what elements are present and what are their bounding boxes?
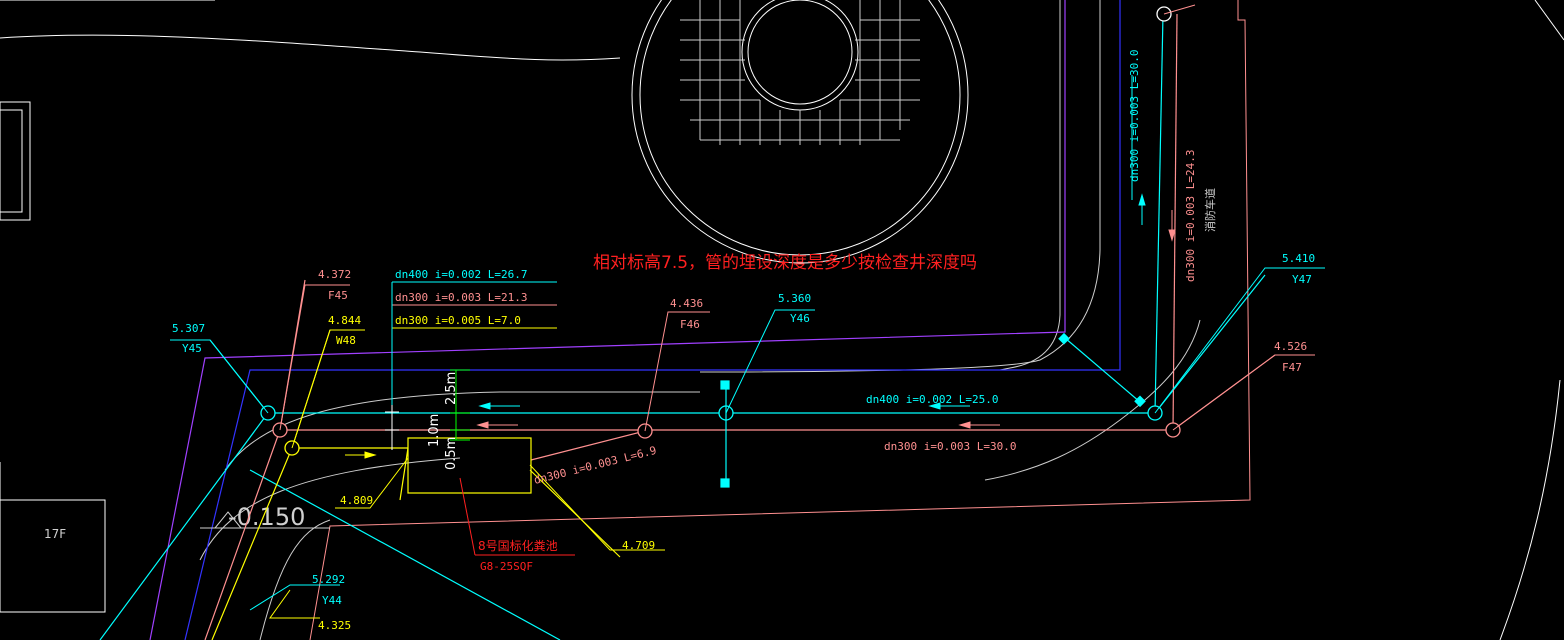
tank-title: 8号国标化粪池 [478,539,558,553]
tank-depth-3: 2.5m [444,372,459,405]
round-planter [631,0,969,264]
F47-id: F47 [1282,361,1302,374]
F45-id: F45 [328,289,348,302]
Y46-id: Y46 [790,312,810,325]
pipe-label-top-1: dn400 i=0.002 L=26.7 [395,268,527,281]
pipe-label-leaders [391,75,1133,405]
well-labels: 5.307 Y45 4.372 F45 4.844 W48 4.436 F46 … [172,252,1315,632]
W48-id: W48 [336,334,356,347]
Y44-id: Y44 [322,594,342,607]
tank-depth-1: 1.0m [427,414,442,447]
left-tank-elev: 4.809 [340,494,373,507]
Y47-elev: 5.410 [1282,252,1315,265]
W48-elev: 4.844 [328,314,361,327]
Y47-id: Y47 [1292,273,1312,286]
pipe-label-top-2: dn300 i=0.003 L=21.3 [395,291,527,304]
building-label: 17F [44,527,66,541]
pipe-label-bottom-main: dn300 i=0.003 L=30.0 [884,440,1016,453]
question-annotation: 相对标高7.5，管的埋设深度是多少按检查井深度吗 [593,253,977,273]
F44-elev: 4.325 [318,619,351,632]
septic-tank[interactable]: 1.0m 0.5m 2.5m [385,369,532,494]
curved-road-lines [199,319,1201,640]
Y45-elev: 5.307 [172,322,205,335]
F45-elev: 4.372 [318,268,351,281]
planter-grid [680,0,920,145]
pipe-label-right-note: 消防车道 [1203,188,1217,232]
pipe-label-right-v1: dn300 i=0.003 L=30.0 [1128,50,1141,182]
tank-model: G8-25SQF [480,560,533,573]
tank-depth-2: 0.5m [444,437,459,470]
selected-dimension[interactable] [720,332,1146,488]
pipe-label-tank-out: dn300 i=0.003 L=6.9 [533,444,658,487]
tank-title-group: 8号国标化粪池 G8-25SQF [459,477,575,573]
pipe-label-right-v2: dn300 i=0.003 L=24.3 [1184,150,1197,282]
right-tank-elev: 4.709 [622,539,655,552]
well-leaders [170,4,1325,619]
F47-elev: 4.526 [1274,340,1307,353]
flow-arrows [345,193,1176,459]
F46-id: F46 [680,318,700,331]
F46-elev: 4.436 [670,297,703,310]
pipe-label-mid-main: dn400 i=0.002 L=25.0 [866,393,998,406]
Y44-elev: 5.292 [312,573,345,586]
ground-elevation-marker [200,511,330,529]
pipe-label-top-3: dn300 i=0.005 L=7.0 [395,314,521,327]
Y46-elev: 5.360 [778,292,811,305]
building-outlines [0,0,1251,640]
Y45-id: Y45 [182,342,202,355]
